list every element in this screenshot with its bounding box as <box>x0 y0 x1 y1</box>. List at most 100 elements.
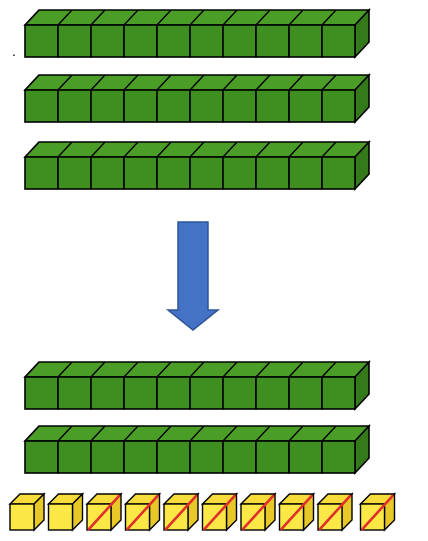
rod-after-1-edge <box>156 361 172 378</box>
down-arrow <box>165 221 221 331</box>
rod-after-2-edge <box>255 425 271 442</box>
rod-before-1-cube <box>255 24 290 58</box>
unit-cube-front <box>47 503 74 531</box>
rod-before-3-edge <box>255 141 271 158</box>
rod-after-2-cube <box>189 440 224 474</box>
rod-before-1-edge <box>24 9 40 26</box>
rod-before-1-edge <box>123 9 139 26</box>
rod-before-2-cube <box>24 89 59 123</box>
rod-after-2-edge <box>222 425 238 442</box>
rod-after-2-cube <box>24 440 59 474</box>
rod-before-1-cube <box>57 24 92 58</box>
rod-before-2-edge <box>123 74 139 91</box>
rod-before-1-edge <box>321 9 337 26</box>
rod-after-1-edge <box>222 361 238 378</box>
rods-before-group <box>23 7 371 192</box>
rod-after-2-edge <box>156 425 172 442</box>
rod-before-3 <box>23 139 371 192</box>
rod-after-1-cube <box>24 376 59 410</box>
cross-out-line <box>87 494 121 531</box>
rod-before-3-cube <box>189 156 224 190</box>
rod-after-1-cube <box>156 376 191 410</box>
rod-before-3-edge <box>24 141 40 158</box>
rod-before-2-edge <box>24 74 40 91</box>
rod-after-1-cube <box>123 376 158 410</box>
rod-before-2-cube <box>222 89 257 123</box>
rod-after-1-edge <box>255 361 271 378</box>
rod-before-1-cube <box>24 24 59 58</box>
rod-before-3-edge <box>156 141 172 158</box>
rod-after-2-cube <box>222 440 257 474</box>
rod-before-1-edge <box>90 9 106 26</box>
rod-before-2-cube <box>321 89 356 123</box>
rod-after-2-edge <box>189 425 205 442</box>
rod-after-1-edge <box>57 361 73 378</box>
unit-cube-7 <box>239 492 277 532</box>
rod-before-3-edge <box>189 141 205 158</box>
rod-after-1-cube <box>57 376 92 410</box>
rod-after-2-cube <box>156 440 191 474</box>
rod-before-2-edge <box>156 74 172 91</box>
rod-after-1-edge <box>321 361 337 378</box>
rod-after-2-edge <box>123 425 139 442</box>
unit-cube-10 <box>358 492 397 532</box>
cross-out-line <box>126 494 159 531</box>
rod-after-2-cube <box>321 440 356 474</box>
rod-before-2-cube <box>123 89 158 123</box>
unit-cube-4 <box>123 492 162 532</box>
rod-after-1-cube <box>222 376 257 410</box>
rod-before-2-edge <box>255 74 271 91</box>
rod-before-2-cube <box>57 89 92 123</box>
rod-before-3-edge <box>123 141 139 158</box>
rod-before-2-edge <box>57 74 73 91</box>
unit-cube-9 <box>316 492 354 532</box>
unit-cube-5 <box>162 492 200 532</box>
rod-before-1-cube <box>288 24 323 58</box>
rods-after-group <box>23 359 371 476</box>
rod-before-3-cube <box>123 156 158 190</box>
rod-before-2-cube <box>90 89 125 123</box>
rod-before-3-edge <box>288 141 304 158</box>
rod-after-2-edge <box>57 425 73 442</box>
rod-before-1-edge <box>288 9 304 26</box>
unit-cube-3 <box>85 492 123 532</box>
rod-after-2-edge <box>288 425 304 442</box>
rod-after-2-edge <box>24 425 40 442</box>
rod-before-3-cube <box>90 156 125 190</box>
rod-after-1-cube <box>321 376 356 410</box>
rod-before-3-edge <box>90 141 106 158</box>
rod-before-2-cube <box>189 89 224 123</box>
rod-before-2 <box>23 72 371 125</box>
rod-before-3-cube <box>24 156 59 190</box>
unit-cube-8 <box>277 492 316 532</box>
rod-after-1-cube <box>90 376 125 410</box>
rod-before-2-edge <box>321 74 337 91</box>
rod-before-1-edge <box>255 9 271 26</box>
unit-cube-2 <box>46 492 85 532</box>
rod-before-3-cube <box>222 156 257 190</box>
rod-before-1-edge <box>189 9 205 26</box>
rod-before-2-cube <box>288 89 323 123</box>
rod-after-1-edge <box>189 361 205 378</box>
rod-after-1-edge <box>90 361 106 378</box>
rod-after-2-cube <box>123 440 158 474</box>
rod-before-1-cube <box>222 24 257 58</box>
rod-before-3-cube <box>288 156 323 190</box>
rod-before-2-edge <box>90 74 106 91</box>
stray-dot: . <box>12 43 16 59</box>
rod-before-1-cube <box>123 24 158 58</box>
rod-before-3-cube <box>57 156 92 190</box>
rod-after-1-cube <box>255 376 290 410</box>
rod-after-1-cube <box>288 376 323 410</box>
cross-out-line <box>280 494 313 531</box>
rod-after-1 <box>23 359 371 412</box>
rod-before-2-edge <box>222 74 238 91</box>
unit-cubes-group <box>8 492 397 532</box>
rod-before-2-cube <box>255 89 290 123</box>
unit-cube-1 <box>8 492 46 532</box>
rod-after-2-cube <box>57 440 92 474</box>
rod-before-3-edge <box>222 141 238 158</box>
rod-before-3-cube <box>321 156 356 190</box>
